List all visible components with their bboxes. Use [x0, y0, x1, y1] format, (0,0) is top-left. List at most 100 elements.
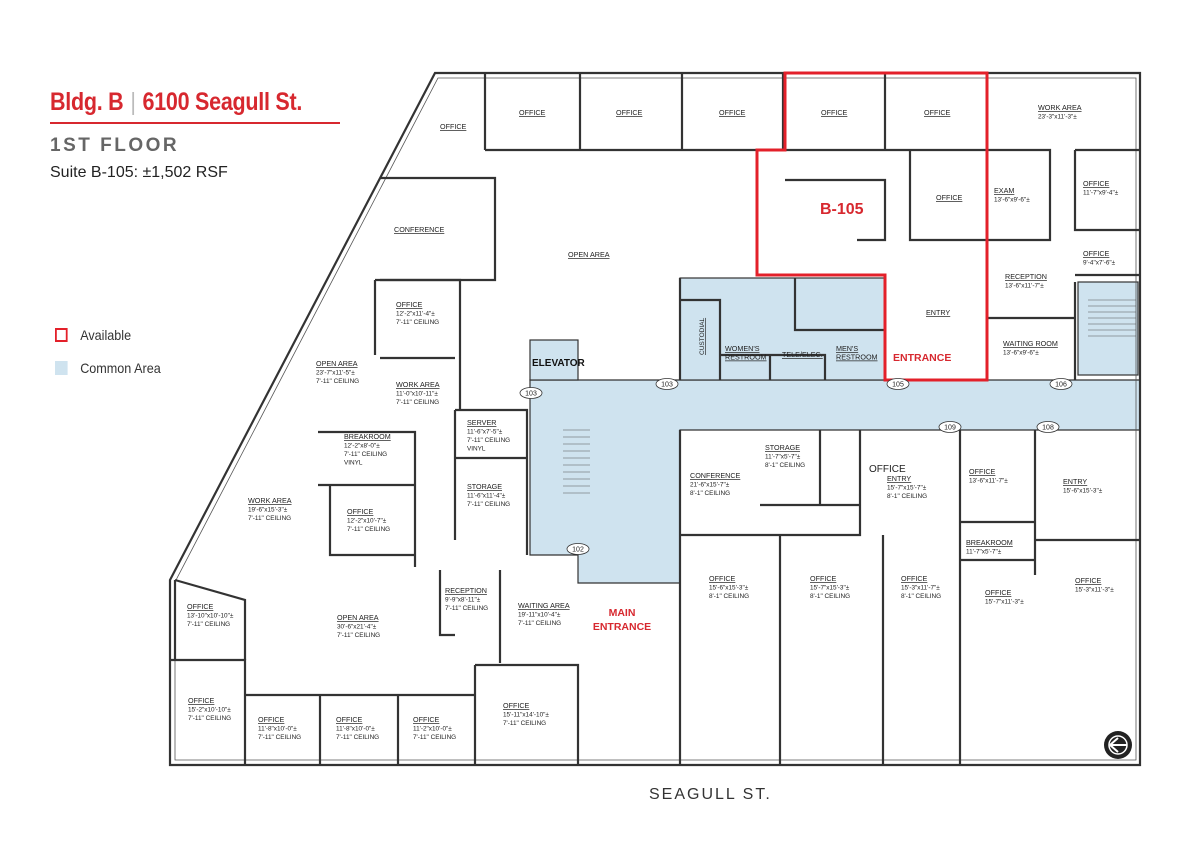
room-name: OPEN AREA — [337, 613, 379, 622]
room-name: STORAGE — [765, 443, 800, 452]
legend-available: Available — [55, 327, 131, 343]
door-number: 108 — [1042, 425, 1054, 432]
room-name: OFFICE — [188, 696, 215, 705]
room-detail: 8'-1" CEILING — [810, 593, 850, 600]
room-name: OFFICE — [985, 588, 1012, 597]
custodial-label: CUSTODIAL — [699, 318, 706, 355]
room-name: WOMEN'S — [725, 344, 760, 353]
room-label: ENTRY — [926, 308, 950, 317]
door-number: 103 — [661, 382, 673, 389]
room-name: CONFERENCE — [394, 225, 445, 234]
room-detail: 7'-11" CEILING — [258, 734, 301, 741]
door-number: 102 — [572, 547, 584, 554]
room-name: OFFICE — [258, 715, 285, 724]
room-name: OFFICE — [1083, 179, 1110, 188]
room-detail: 11'-6"x7'-5"± — [467, 429, 503, 436]
room-name: BREAKROOM — [966, 538, 1013, 547]
room-detail: 7'-11" CEILING — [188, 715, 231, 722]
room-name: BREAKROOM — [344, 432, 391, 441]
room-label: CONFERENCE — [394, 225, 445, 234]
room-detail: 15'-3"x11'-7"± — [901, 585, 940, 592]
room-name: OFFICE — [936, 193, 963, 202]
common-area-swatch — [55, 361, 68, 375]
door-tag: 103 — [519, 387, 543, 399]
room-name: ENTRY — [926, 308, 950, 317]
door-tag: 105 — [886, 378, 910, 390]
room-detail: 12'-2"x11'-4"± — [396, 311, 435, 318]
room-name: WORK AREA — [1038, 103, 1082, 112]
room-detail: 8'-1" CEILING — [690, 490, 730, 497]
room-name: RECEPTION — [1005, 272, 1047, 281]
room-name: OFFICE — [1083, 249, 1110, 258]
available-suite-outline[interactable] — [755, 71, 989, 382]
main-entrance-label-1: MAIN — [609, 607, 636, 619]
room-name: EXAM — [994, 186, 1014, 195]
north-arrow-icon — [1104, 731, 1132, 759]
room-name: OFFICE — [924, 108, 951, 117]
room-detail: 15'-7"x15'-3"± — [810, 585, 850, 592]
legend-common-area: Common Area — [55, 360, 161, 376]
room-detail: 15'-11"x14'-10"± — [503, 712, 549, 719]
suite-info: Suite B-105: ±1,502 RSF — [50, 164, 228, 181]
room-detail: 7'-11" CEILING — [187, 621, 230, 628]
title-separator: | — [130, 88, 136, 116]
room-name: WORK AREA — [248, 496, 292, 505]
building-address: 6100 Seagull St. — [142, 88, 303, 116]
room-label: OFFICE — [440, 122, 467, 131]
street-label: SEAGULL ST. — [649, 786, 772, 803]
room-detail: 15'-2"x10'-10"± — [188, 707, 231, 714]
door-tag: 108 — [1036, 421, 1060, 433]
room-detail: 23'-7"x11'-5"± — [316, 370, 355, 377]
room-detail: 8'-1" CEILING — [765, 462, 805, 469]
room-label: OFFICE — [719, 108, 746, 117]
room-name: ENTRY — [1063, 477, 1087, 486]
room-name: RECEPTION — [445, 586, 487, 595]
room-detail: 15'-3"x11'-3"± — [1075, 587, 1114, 594]
room-label: BREAKROOM 11'-7"x5'-7"± — [966, 538, 1013, 556]
room-name: OFFICE — [396, 300, 423, 309]
room-name: OFFICE — [519, 108, 546, 117]
legend-label: Common Area — [80, 360, 161, 376]
room-detail: 7'-11" CEILING — [467, 437, 510, 444]
room-name: OFFICE — [440, 122, 467, 131]
room-detail: 7'-11" CEILING — [344, 451, 387, 458]
room-detail: 7'-11" CEILING — [347, 526, 390, 533]
room-detail: 8'-1" CEILING — [901, 593, 941, 600]
room-detail: 7'-11" CEILING — [396, 399, 439, 406]
room-detail: 13'-10"x10'-10"± — [187, 613, 234, 620]
building-title: Bldg. B|6100 Seagull St. — [50, 88, 302, 117]
room-detail: 11'-8"x10'-0"± — [336, 726, 375, 733]
room-label: OFFICE — [936, 193, 963, 202]
big-office-label: OFFICE — [869, 464, 906, 475]
building-outline — [168, 71, 1142, 767]
room-detail: 11'-7"x9'-4"± — [1083, 190, 1119, 197]
room-detail: 7'-11" CEILING — [445, 605, 488, 612]
stairs — [563, 299, 1136, 494]
room-detail: 30'-6"x21'-4"± — [337, 624, 377, 631]
room-name: TELE/ELEC. — [782, 350, 823, 359]
room-detail: 11'-7"x5'-7"± — [966, 549, 1002, 556]
door-tag: 102 — [566, 543, 590, 555]
room-name: OPEN AREA — [568, 250, 610, 259]
room-label: OFFICE 15'-2"x10'-10"±7'-11" CEILING — [188, 696, 231, 722]
room-name: OFFICE — [347, 507, 374, 516]
room-detail: 15'-7"x11'-3"± — [985, 599, 1024, 606]
